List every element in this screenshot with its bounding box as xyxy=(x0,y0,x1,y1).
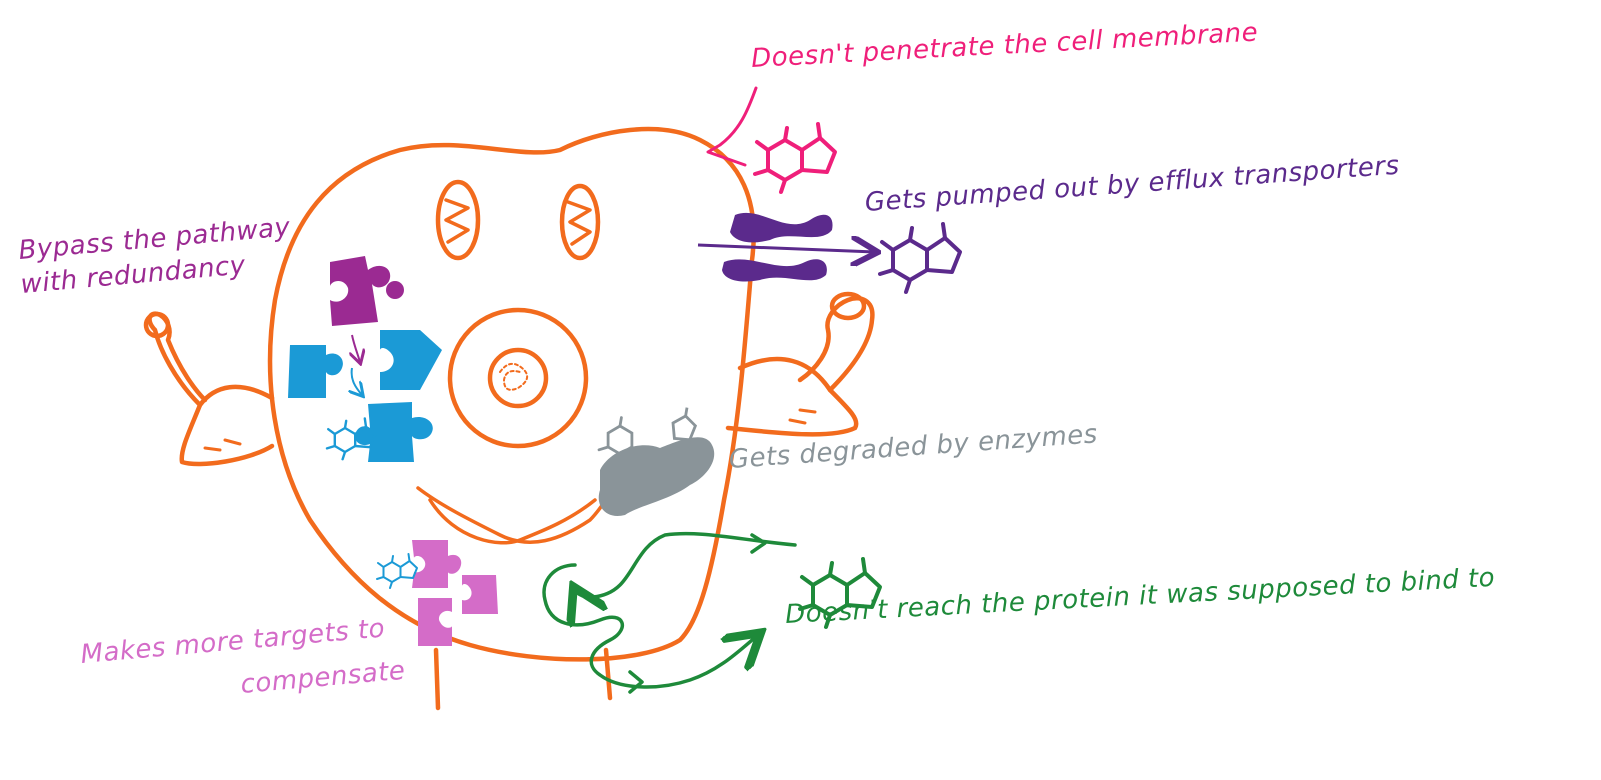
makes-more-annotation xyxy=(376,540,498,646)
degraded-annotation xyxy=(597,407,715,516)
left-leg xyxy=(433,647,441,711)
cell-body-outline xyxy=(267,126,756,662)
bypass-puzzle-blue-3 xyxy=(354,402,433,462)
right-eye xyxy=(559,183,601,261)
protein-annotation xyxy=(542,531,882,694)
degraded-fragment-1 xyxy=(597,416,639,457)
efflux-drug-molecule xyxy=(878,222,962,294)
left-eye xyxy=(435,179,481,261)
bypass-puzzle-magenta xyxy=(330,256,391,326)
efflux-annotation xyxy=(697,212,962,294)
membrane-drug-molecule xyxy=(753,122,837,194)
right-leg xyxy=(603,647,613,701)
efflux-pump-bottom xyxy=(722,259,827,282)
protein-coil xyxy=(542,563,758,689)
left-arm xyxy=(179,384,275,467)
bypass-puzzle-blue-2 xyxy=(380,330,442,390)
protein-path-in xyxy=(575,531,797,597)
enzyme-blob xyxy=(598,437,715,516)
target-puzzle-1 xyxy=(412,540,462,588)
degraded-fragment-2 xyxy=(671,407,698,442)
target-drug-molecule xyxy=(376,553,418,589)
nucleus-outer xyxy=(447,307,589,449)
nucleus-inner xyxy=(487,347,549,409)
membrane-annotation xyxy=(706,86,837,194)
target-puzzle-3 xyxy=(418,598,452,646)
right-arm xyxy=(725,356,859,437)
target-puzzle-2 xyxy=(462,575,498,614)
dna-smile xyxy=(416,486,612,544)
bypass-annotation xyxy=(288,256,442,462)
bypass-puzzle-blue-1 xyxy=(288,345,343,398)
efflux-pump-top xyxy=(730,212,833,243)
cell-character xyxy=(143,126,875,711)
